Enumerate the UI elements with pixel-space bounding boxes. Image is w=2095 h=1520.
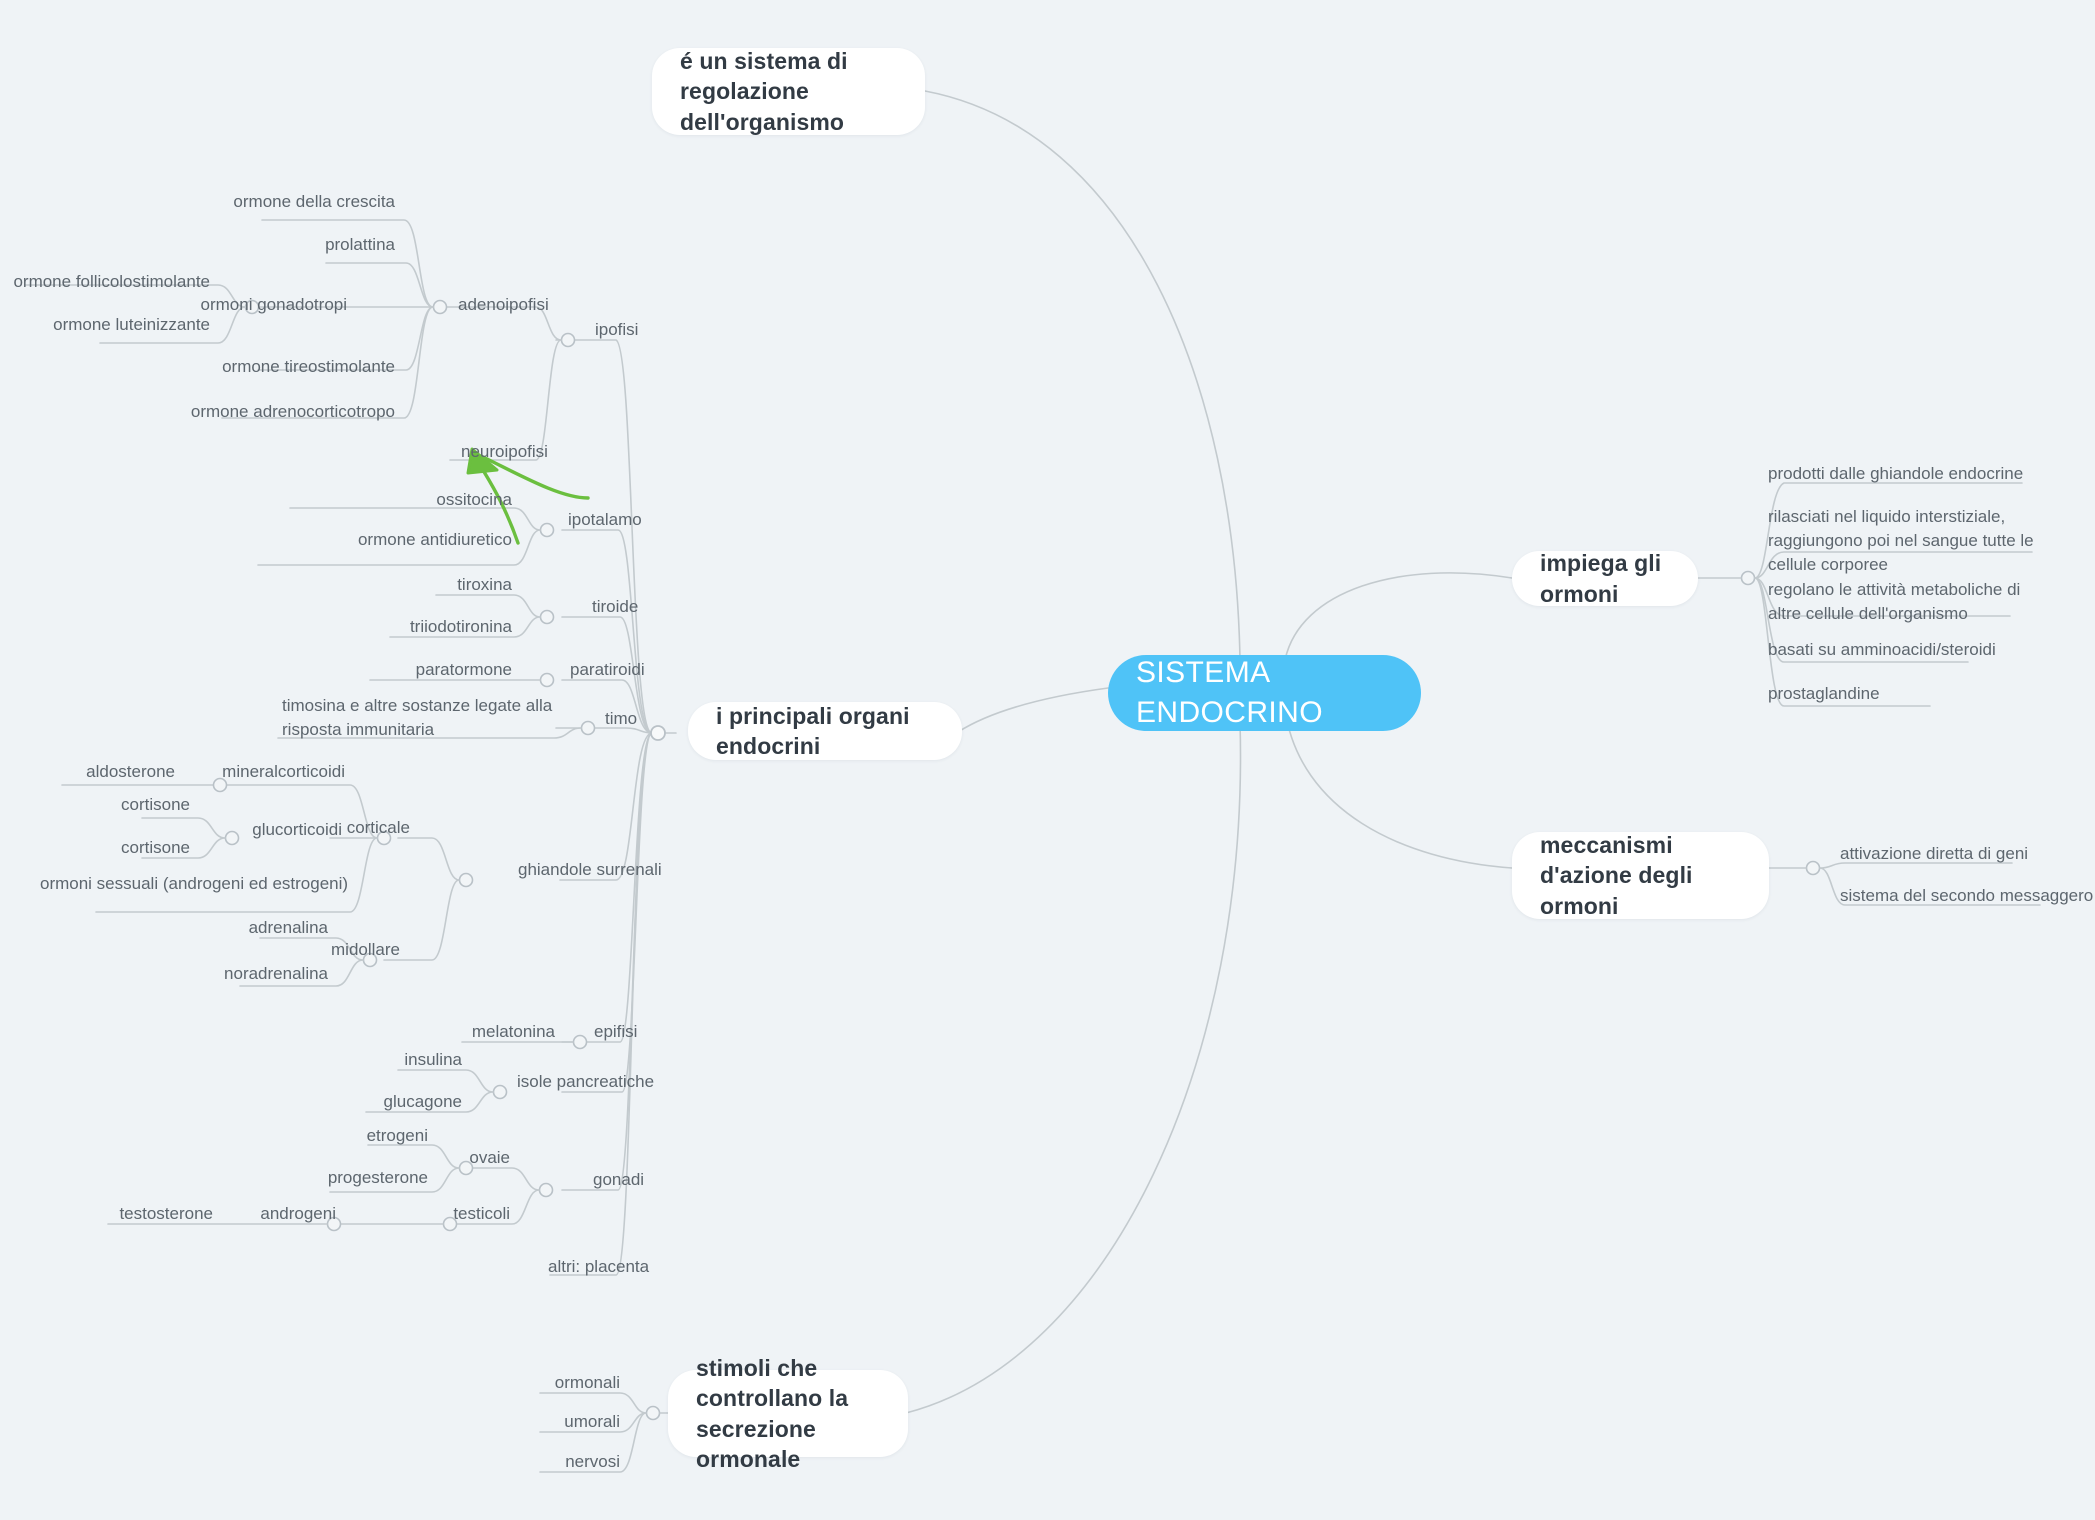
leaf-melatonina[interactable]: melatonina [471,1022,555,1041]
leaf-glucorticoidi[interactable]: glucorticoidi [252,820,342,839]
link-panc-1 [397,1069,494,1093]
leaf-corticale[interactable]: corticale [346,818,410,837]
leaf-organo-gonadi[interactable]: gonadi [593,1170,645,1189]
leaf-aldosterone[interactable]: aldosterone [86,762,175,781]
leaf-ormoni-sessuali[interactable]: ormoni sessuali (androgeni ed estrogeni) [40,874,349,893]
leaf-noradrenalina[interactable]: noradrenalina [224,964,328,983]
leaf-cortisone-2[interactable]: cortisone [121,838,190,857]
node-definizione-label: é un sistema di regolazione dell'organis… [680,47,848,135]
leaf-ormone-crescita[interactable]: ormone della crescita [233,192,395,211]
leaf-testosterone[interactable]: testosterone [119,1204,213,1223]
leaf-cortisone-1[interactable]: cortisone [121,795,190,814]
leaf-timosina[interactable]: timosina e altre sostanze legate alla ri… [282,696,553,740]
leaf-ormone-adrenocorticotropo[interactable]: ormone adrenocorticotropo [190,402,395,421]
leaf-organo-epifisi[interactable]: epifisi [594,1022,638,1041]
leaf-etrogeni[interactable]: etrogeni [366,1126,428,1145]
leaf-ormoni-prodotti[interactable]: prodotti dalle ghiandole endocrine [1768,464,2024,483]
link-organi-epifisi [561,732,653,1043]
leaf-organo-paratiroidi[interactable]: paratiroidi [570,660,645,679]
link-center-meccanismi [1284,709,1513,869]
leaf-adrenalina[interactable]: adrenalina [248,918,328,937]
leaf-progesterone[interactable]: progesterone [327,1168,428,1187]
link-tiroide-1 [435,594,541,618]
leaf-organo-ipotalamo[interactable]: ipotalamo [568,510,642,529]
leaf-prolattina[interactable]: prolattina [325,235,395,254]
link-center-ormoni [1284,572,1513,661]
node-definizione[interactable]: é un sistema di regolazione dell'organis… [652,48,925,135]
leaf-organo-ipofisi[interactable]: ipofisi [595,320,639,339]
link-organi-gonadi [561,732,653,1191]
link-center-organi [957,687,1109,733]
leaf-ormone-follicolostimolante[interactable]: ormone follicolostimolante [13,272,210,291]
leaf-ormoni-gonadotropi[interactable]: ormoni gonadotropi [200,295,347,314]
leaf-mecc-messaggero[interactable]: sistema del secondo messaggero [1840,886,2094,905]
leaf-testicoli[interactable]: testicoli [453,1204,510,1223]
leaf-stimoli-umorali[interactable]: umorali [564,1412,620,1431]
leaf-ormoni-regolano[interactable]: regolano le attività metaboliche di altr… [1768,580,2021,624]
leaf-neuroipofisi[interactable]: neuroipofisi [461,442,548,461]
leaf-triiodotironina[interactable]: triiodotironina [409,617,512,636]
leaf-ossitocina[interactable]: ossitocina [436,490,512,509]
link-organi-ipotalamo [561,529,653,734]
link-center-stimoli [905,721,1242,1414]
leaf-androgeni[interactable]: androgeni [260,1204,336,1223]
node-meccanismi[interactable]: meccanismi d'azione degli ormoni [1512,832,1769,919]
node-stimoli-label: stimoli che controllano la secrezione or… [696,1354,849,1472]
node-impiega-ormoni-label: impiega gli ormoni [1540,550,1662,607]
leaf-tiroxina[interactable]: tiroxina [457,575,512,594]
leaf-paratormone[interactable]: paratormone [415,660,512,679]
leaf-ormoni-rilasciati[interactable]: rilasciati nel liquido interstiziale, ra… [1768,507,2034,575]
leaf-ormoni-prostaglandine[interactable]: prostaglandine [1768,684,1880,703]
leaf-mineralcorticoidi[interactable]: mineralcorticoidi [222,762,345,781]
leaf-organo-surrenali[interactable]: ghiandole surrenali [518,860,662,879]
leaf-stimoli-nervosi[interactable]: nervosi [565,1452,620,1471]
node-impiega-ormoni[interactable]: impiega gli ormoni [1512,550,1698,607]
leaf-ormone-tireostimolante[interactable]: ormone tireostimolante [222,357,395,376]
node-meccanismi-label: meccanismi d'azione degli ormoni [1540,831,1693,919]
node-organi-endocrini[interactable]: i principali organi endocrini [688,702,962,760]
organi-junction-node [650,725,666,741]
leaf-ovaie[interactable]: ovaie [469,1148,510,1167]
leaf-mecc-attivazione[interactable]: attivazione diretta di geni [1840,844,2029,863]
center-node-label: SISTEMA ENDOCRINO [1136,656,1323,729]
link-gonadi-ovaie [471,1167,540,1191]
leaf-stimoli-ormonali[interactable]: ormonali [554,1373,620,1392]
node-organi-endocrini-label: i principali organi endocrini [716,702,910,759]
leaf-ormoni-basati[interactable]: basati su amminoacidi/steroidi [1768,640,1996,659]
leaf-organo-pancreas[interactable]: isole pancreatiche [517,1072,655,1091]
leaf-organo-timo[interactable]: timo [605,709,638,728]
leaf-ormone-luteinizzante[interactable]: ormone luteinizzante [53,315,210,334]
leaf-organo-placenta[interactable]: altri: placenta [548,1257,650,1276]
leaf-ormone-antidiuretico[interactable]: ormone antidiuretico [357,530,512,549]
link-center-definition [924,90,1241,661]
node-stimoli[interactable]: stimoli che controllano la secrezione or… [668,1355,908,1472]
center-node[interactable]: SISTEMA ENDOCRINO [1108,655,1421,731]
leaf-adenoipofisi[interactable]: adenoipofisi [458,295,549,314]
link-surr-corticale [397,837,460,881]
leaf-glucagone[interactable]: glucagone [383,1092,462,1111]
leaf-midollare[interactable]: midollare [331,940,400,959]
leaf-insulina[interactable]: insulina [404,1050,462,1069]
leaf-organo-tiroide[interactable]: tiroide [592,597,639,616]
link-organi-placenta [549,732,653,1276]
